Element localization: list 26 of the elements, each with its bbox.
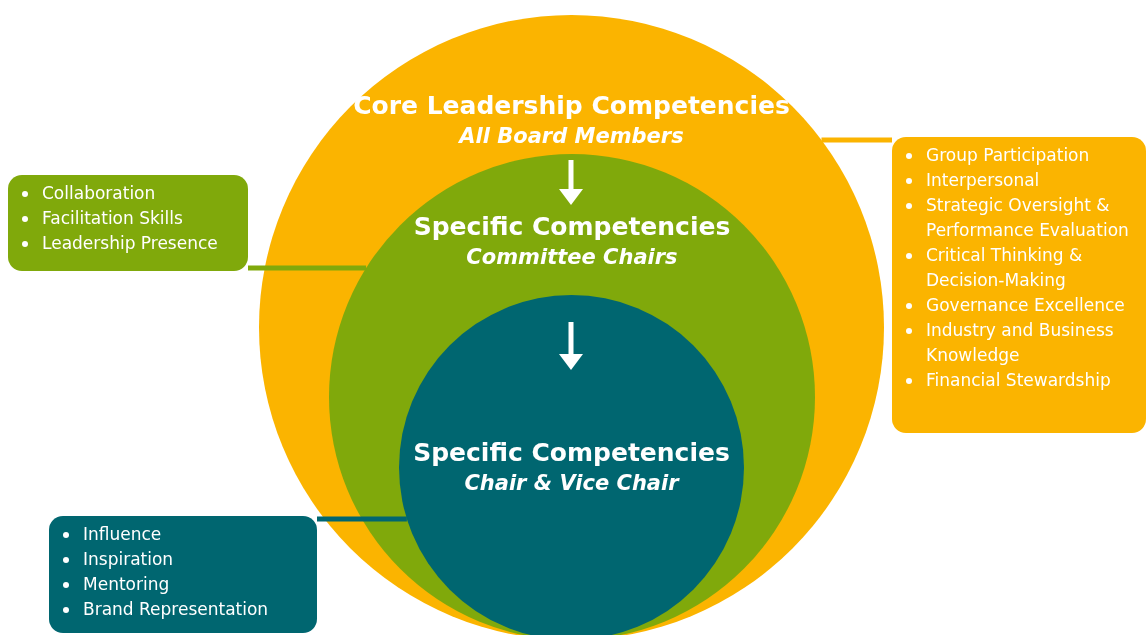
list-item: Strategic Oversight & Performance Evaluation — [926, 195, 1129, 240]
list-item: Collaboration — [42, 183, 156, 203]
circle-subheading: Committee Chairs — [466, 245, 678, 269]
list-item: Mentoring — [83, 574, 170, 594]
list-item: Financial Stewardship — [926, 370, 1111, 390]
list-item: Governance Excellence — [926, 295, 1125, 315]
circle-subheading: Chair & Vice Chair — [464, 471, 679, 495]
connector-line — [821, 137, 892, 143]
list-item: Critical Thinking & Decision-Making — [926, 245, 1083, 290]
circle-heading: Specific Competencies — [413, 212, 731, 241]
list-item: Inspiration — [83, 549, 174, 569]
list-item: Leadership Presence — [42, 233, 218, 253]
list-item: Influence — [83, 524, 162, 544]
circle-heading: Core Leadership Competencies — [353, 91, 790, 120]
list-item: Group Participation — [926, 145, 1090, 165]
connector-line — [317, 516, 407, 522]
connector-line — [248, 265, 367, 271]
list-item: Interpersonal — [926, 170, 1040, 190]
list-item: Industry and Business Knowledge — [926, 320, 1114, 365]
callout-box — [892, 137, 1146, 433]
callout-box — [49, 516, 317, 633]
callout-box — [8, 175, 248, 271]
circle-heading: Specific Competencies — [413, 438, 730, 467]
list-item: Facilitation Skills — [42, 208, 183, 228]
circle-subheading: All Board Members — [459, 124, 684, 148]
list-item: Brand Representation — [83, 599, 269, 619]
